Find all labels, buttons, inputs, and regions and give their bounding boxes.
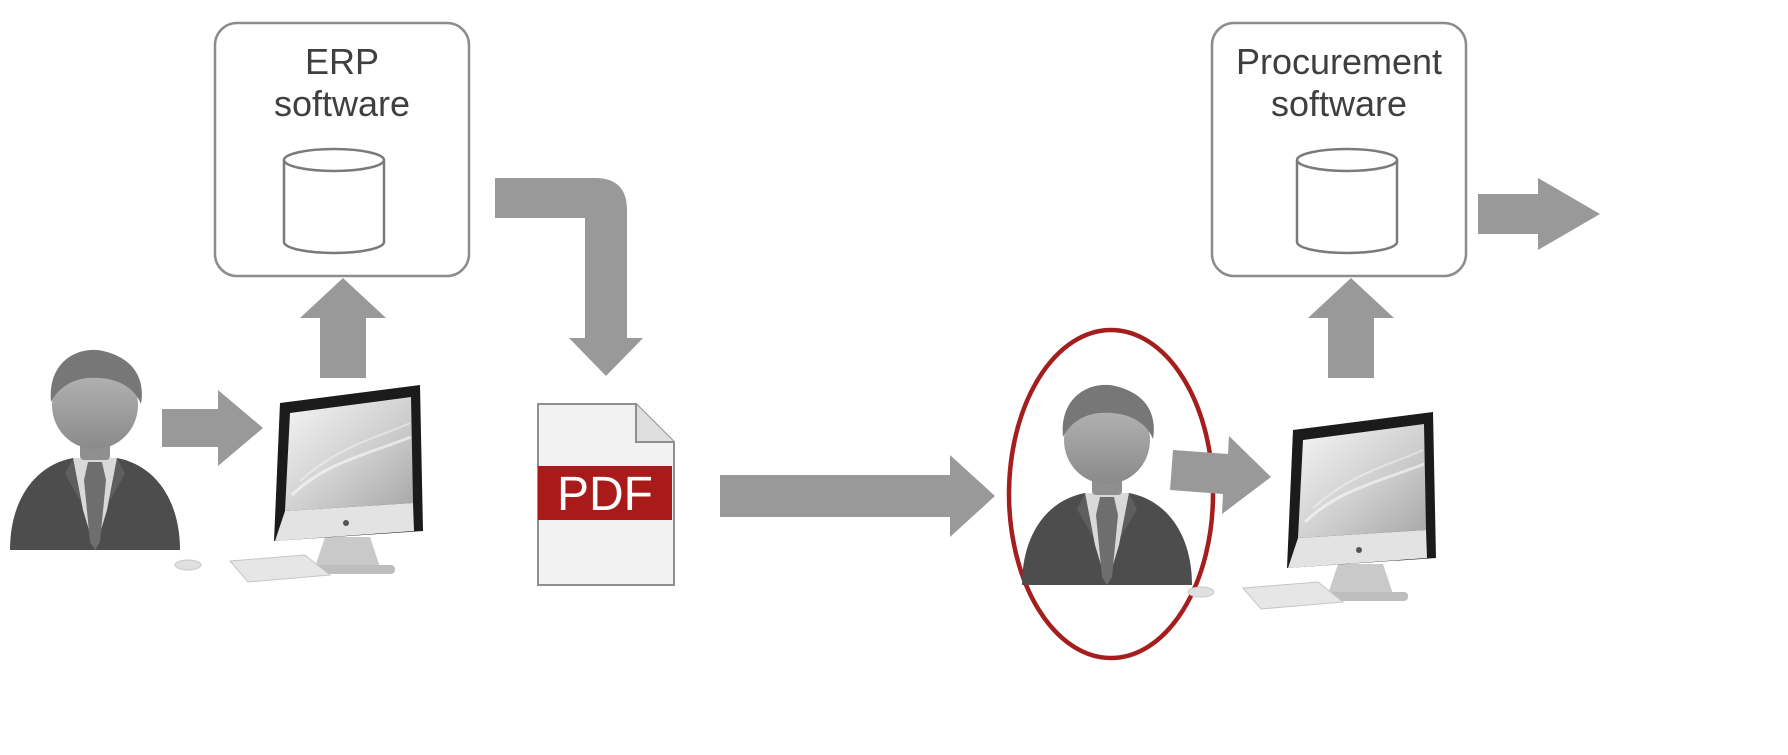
user-icon: [1022, 384, 1192, 585]
user-icon: [10, 349, 180, 550]
arrow-user-to-computer: [162, 390, 263, 466]
arrow-user-to-computer-right: [1170, 436, 1271, 514]
database-icon: [282, 147, 386, 255]
arrow-erp-to-pdf: [495, 178, 643, 376]
erp-box-title: ERP: [305, 41, 379, 82]
arrow-procurement-out: [1478, 178, 1600, 250]
pdf-document-icon: PDF: [537, 403, 675, 586]
database-icon: [1295, 147, 1399, 255]
procurement-box-subtitle: software: [1271, 83, 1407, 124]
highlight-circle: [1006, 327, 1216, 661]
arrow-computer-to-erp: [300, 278, 386, 378]
pdf-label: PDF: [557, 468, 653, 521]
pdf-label-band: [538, 466, 672, 520]
erp-box-subtitle: software: [274, 83, 410, 124]
arrow-pdf-to-user: [720, 455, 995, 537]
arrow-computer-to-procurement: [1308, 278, 1394, 378]
procurement-box-title: Procurement: [1236, 41, 1442, 82]
